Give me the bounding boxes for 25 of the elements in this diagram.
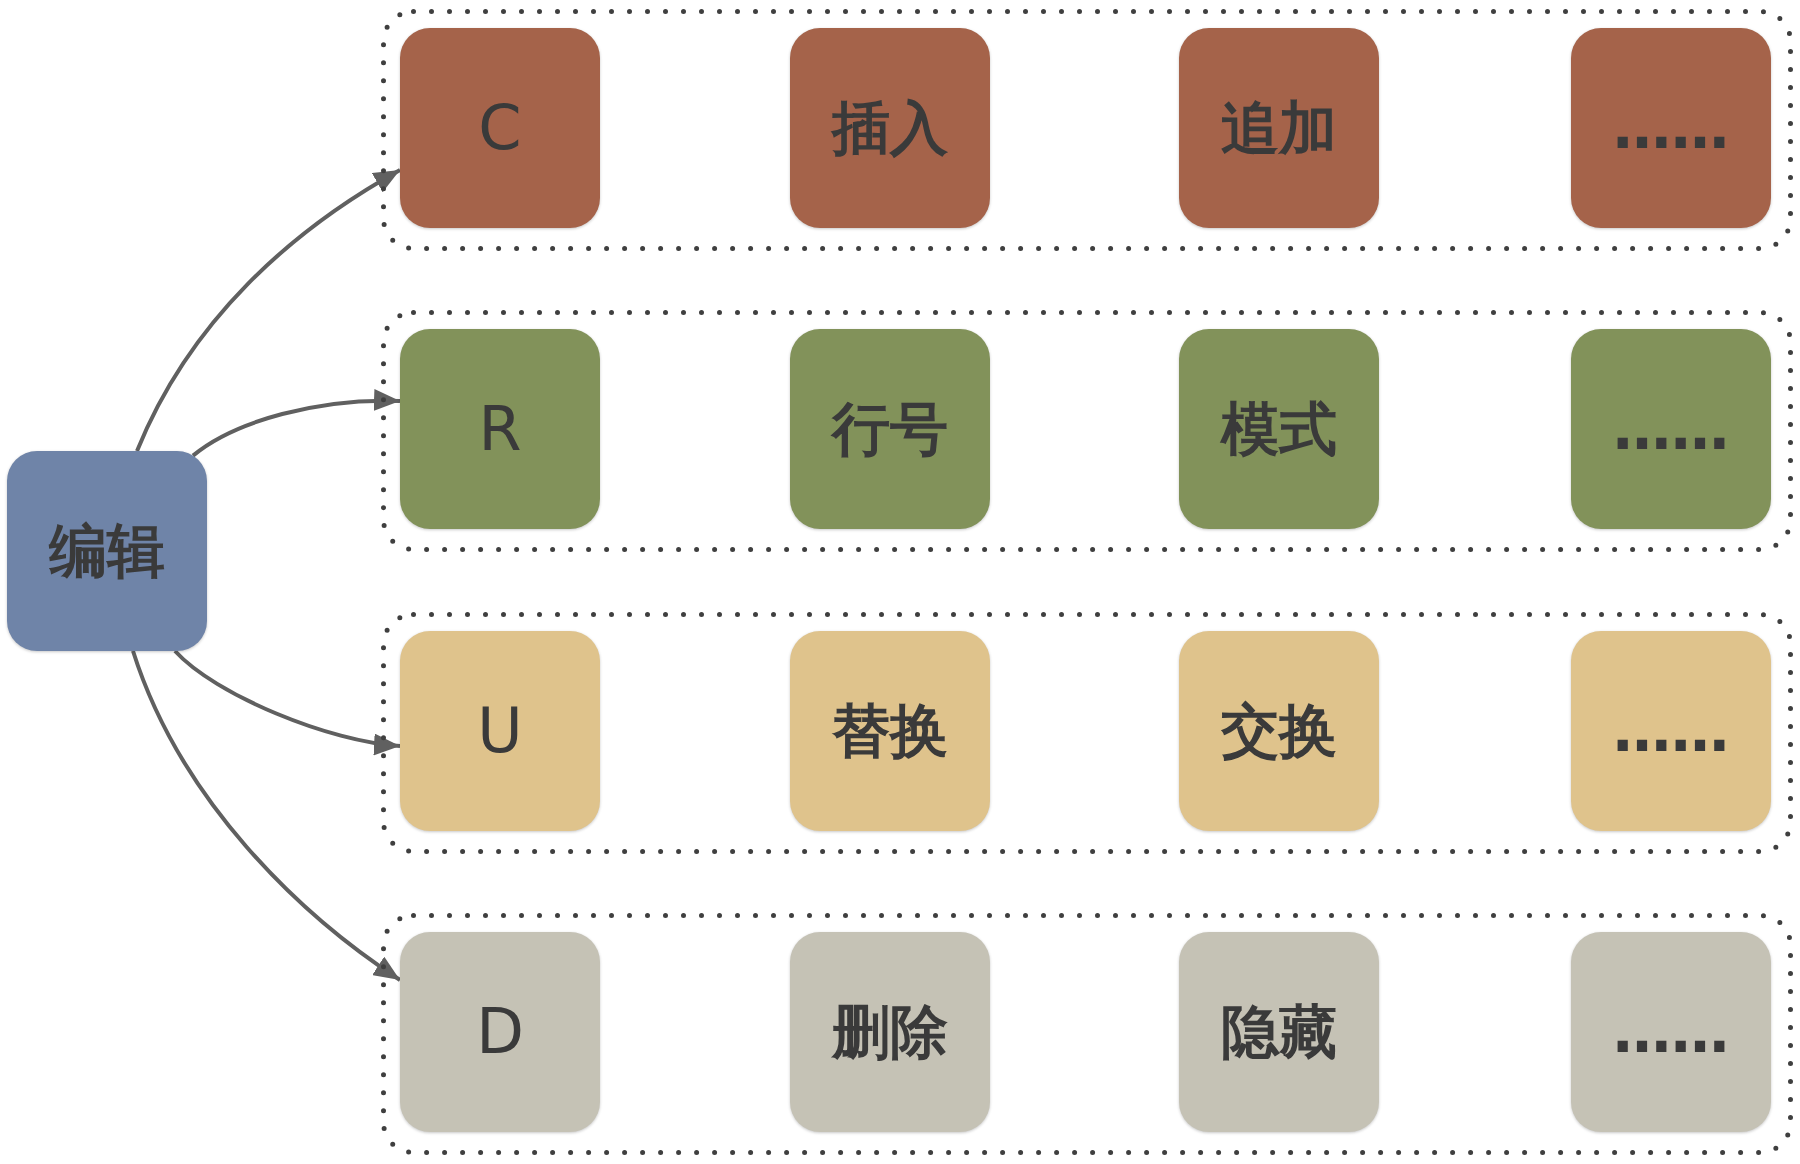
arrow: [131, 650, 402, 982]
dotted-frame: [381, 913, 1793, 1155]
item-box: D: [400, 932, 600, 1132]
item-box: C: [400, 28, 600, 228]
arrow: [191, 389, 401, 458]
arrow: [135, 168, 401, 452]
dotted-frame: [381, 612, 1793, 854]
item-box: ……: [1571, 28, 1771, 228]
item-box: 追加: [1179, 28, 1379, 228]
item-box: ……: [1571, 329, 1771, 529]
dotted-frame: [381, 310, 1793, 552]
item-box: ……: [1571, 631, 1771, 831]
item-box: 替换: [790, 631, 990, 831]
item-box: U: [400, 631, 600, 831]
item-box: 隐藏: [1179, 932, 1379, 1132]
topic-box: 编辑: [7, 451, 207, 651]
item-box: ……: [1571, 932, 1771, 1132]
item-box: 模式: [1179, 329, 1379, 529]
arrow: [173, 649, 401, 755]
item-box: 行号: [790, 329, 990, 529]
dotted-frame: [381, 9, 1793, 251]
item-box: 交换: [1179, 631, 1379, 831]
item-box: R: [400, 329, 600, 529]
item-box: 插入: [790, 28, 990, 228]
item-box: 删除: [790, 932, 990, 1132]
